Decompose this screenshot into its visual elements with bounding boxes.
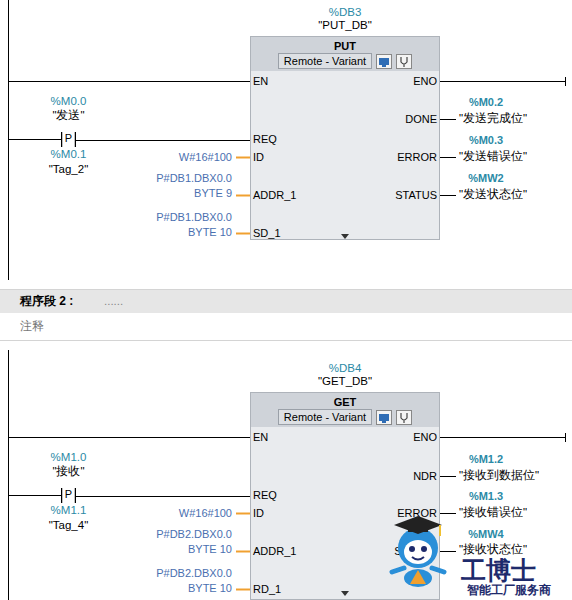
parameter-value: BYTE 9 [194,187,232,200]
operand-address: %M0.3 [469,134,503,147]
pin-name: ENO [413,75,437,88]
operand-address: %M0.0 [51,95,87,108]
p-contact: %M1.0"接收"P%M1.1"Tag_4" [61,488,76,503]
function-block: %DB4"GET_DB"GETRemote - Variant [250,392,440,600]
operand-name: "发送错误位" [459,150,527,163]
pin-name: NDR [413,470,437,483]
pin-name: ID [253,151,264,164]
parameter-value: P#DB1.DBX0.0 [156,172,232,185]
operand-address: %MW4 [468,528,503,541]
pin-name: SD_1 [253,227,281,240]
pin-name: EN [253,75,268,88]
pin-name: ERROR [397,151,437,164]
edge-memory-name: "Tag_4" [49,519,89,532]
pin-name: DONE [405,113,437,126]
operand-name: "发送" [52,109,84,122]
comment-placeholder: 注释 [20,320,44,333]
pin-name: RD_1 [253,583,281,596]
db-address: %DB4 [329,362,362,375]
operand-address: %M1.3 [469,490,503,503]
operand-address: %M0.2 [469,96,503,109]
parameter-value: BYTE 10 [188,582,232,595]
pin-name: STATUS [395,189,437,202]
block-title: PUT [334,40,356,53]
parameter-value: BYTE 10 [188,543,232,556]
diagnostic-icon [396,54,412,69]
function-block: %DB3"PUT_DB"PUTRemote - Variant [250,36,440,240]
operand-address: %M1.2 [469,453,503,466]
header-row: Remote - Variant [251,53,439,69]
mascot-figure [388,512,448,588]
pin-name: ID [253,507,264,520]
pin-name: REQ [253,133,277,146]
config-icon [376,54,392,69]
pin-name: ADDR_1 [253,545,296,558]
operand-name: "接收" [52,465,84,478]
header-row: Remote - Variant [251,409,439,425]
network-title-placeholder: ...... [104,295,123,308]
network-title: 程序段 2 : [20,295,73,309]
rung-wire [76,140,250,141]
pin-name: REQ [253,489,277,502]
contact-type: P [65,488,72,501]
parameter-value: P#DB2.DBX0.0 [156,567,232,580]
operand-address: %MW2 [468,172,503,185]
operand-address: %M1.0 [51,451,87,464]
db-name: "PUT_DB" [318,19,372,32]
pin-name: ADDR_1 [253,189,296,202]
block-title: GET [334,396,357,409]
parameter-value: W#16#100 [179,507,232,520]
diagnostic-icon [396,410,412,425]
parameter-value: P#DB1.DBX0.0 [156,211,232,224]
operand-name: "接收错误位" [459,506,527,519]
watermark: 工博士 [461,556,536,585]
p-contact: %M0.0"发送"P%M0.1"Tag_2" [61,132,76,147]
instance-type: Remote - Variant [278,409,372,425]
pin-name: EN [253,431,268,444]
parameter-value: W#16#100 [179,151,232,164]
config-icon [376,410,392,425]
watermark: 智能工厂服务商 [467,584,551,598]
edge-memory-name: "Tag_2" [49,163,89,176]
edge-memory-address: %M0.1 [51,148,87,161]
operand-name: "发送完成位" [459,112,527,125]
edge-memory-address: %M1.1 [51,504,87,517]
parameter-value: BYTE 10 [188,226,232,239]
rung-wire [76,496,250,497]
db-name: "GET_DB" [318,375,372,388]
operand-name: "发送状态位" [459,188,527,201]
operand-name: "接收到数据位" [459,469,539,482]
instance-type: Remote - Variant [278,53,372,69]
db-address: %DB3 [329,6,362,19]
contact-type: P [65,132,72,145]
operand-name: "接收状态位" [459,543,527,556]
pin-name: ENO [413,431,437,444]
parameter-value: P#DB2.DBX0.0 [156,528,232,541]
